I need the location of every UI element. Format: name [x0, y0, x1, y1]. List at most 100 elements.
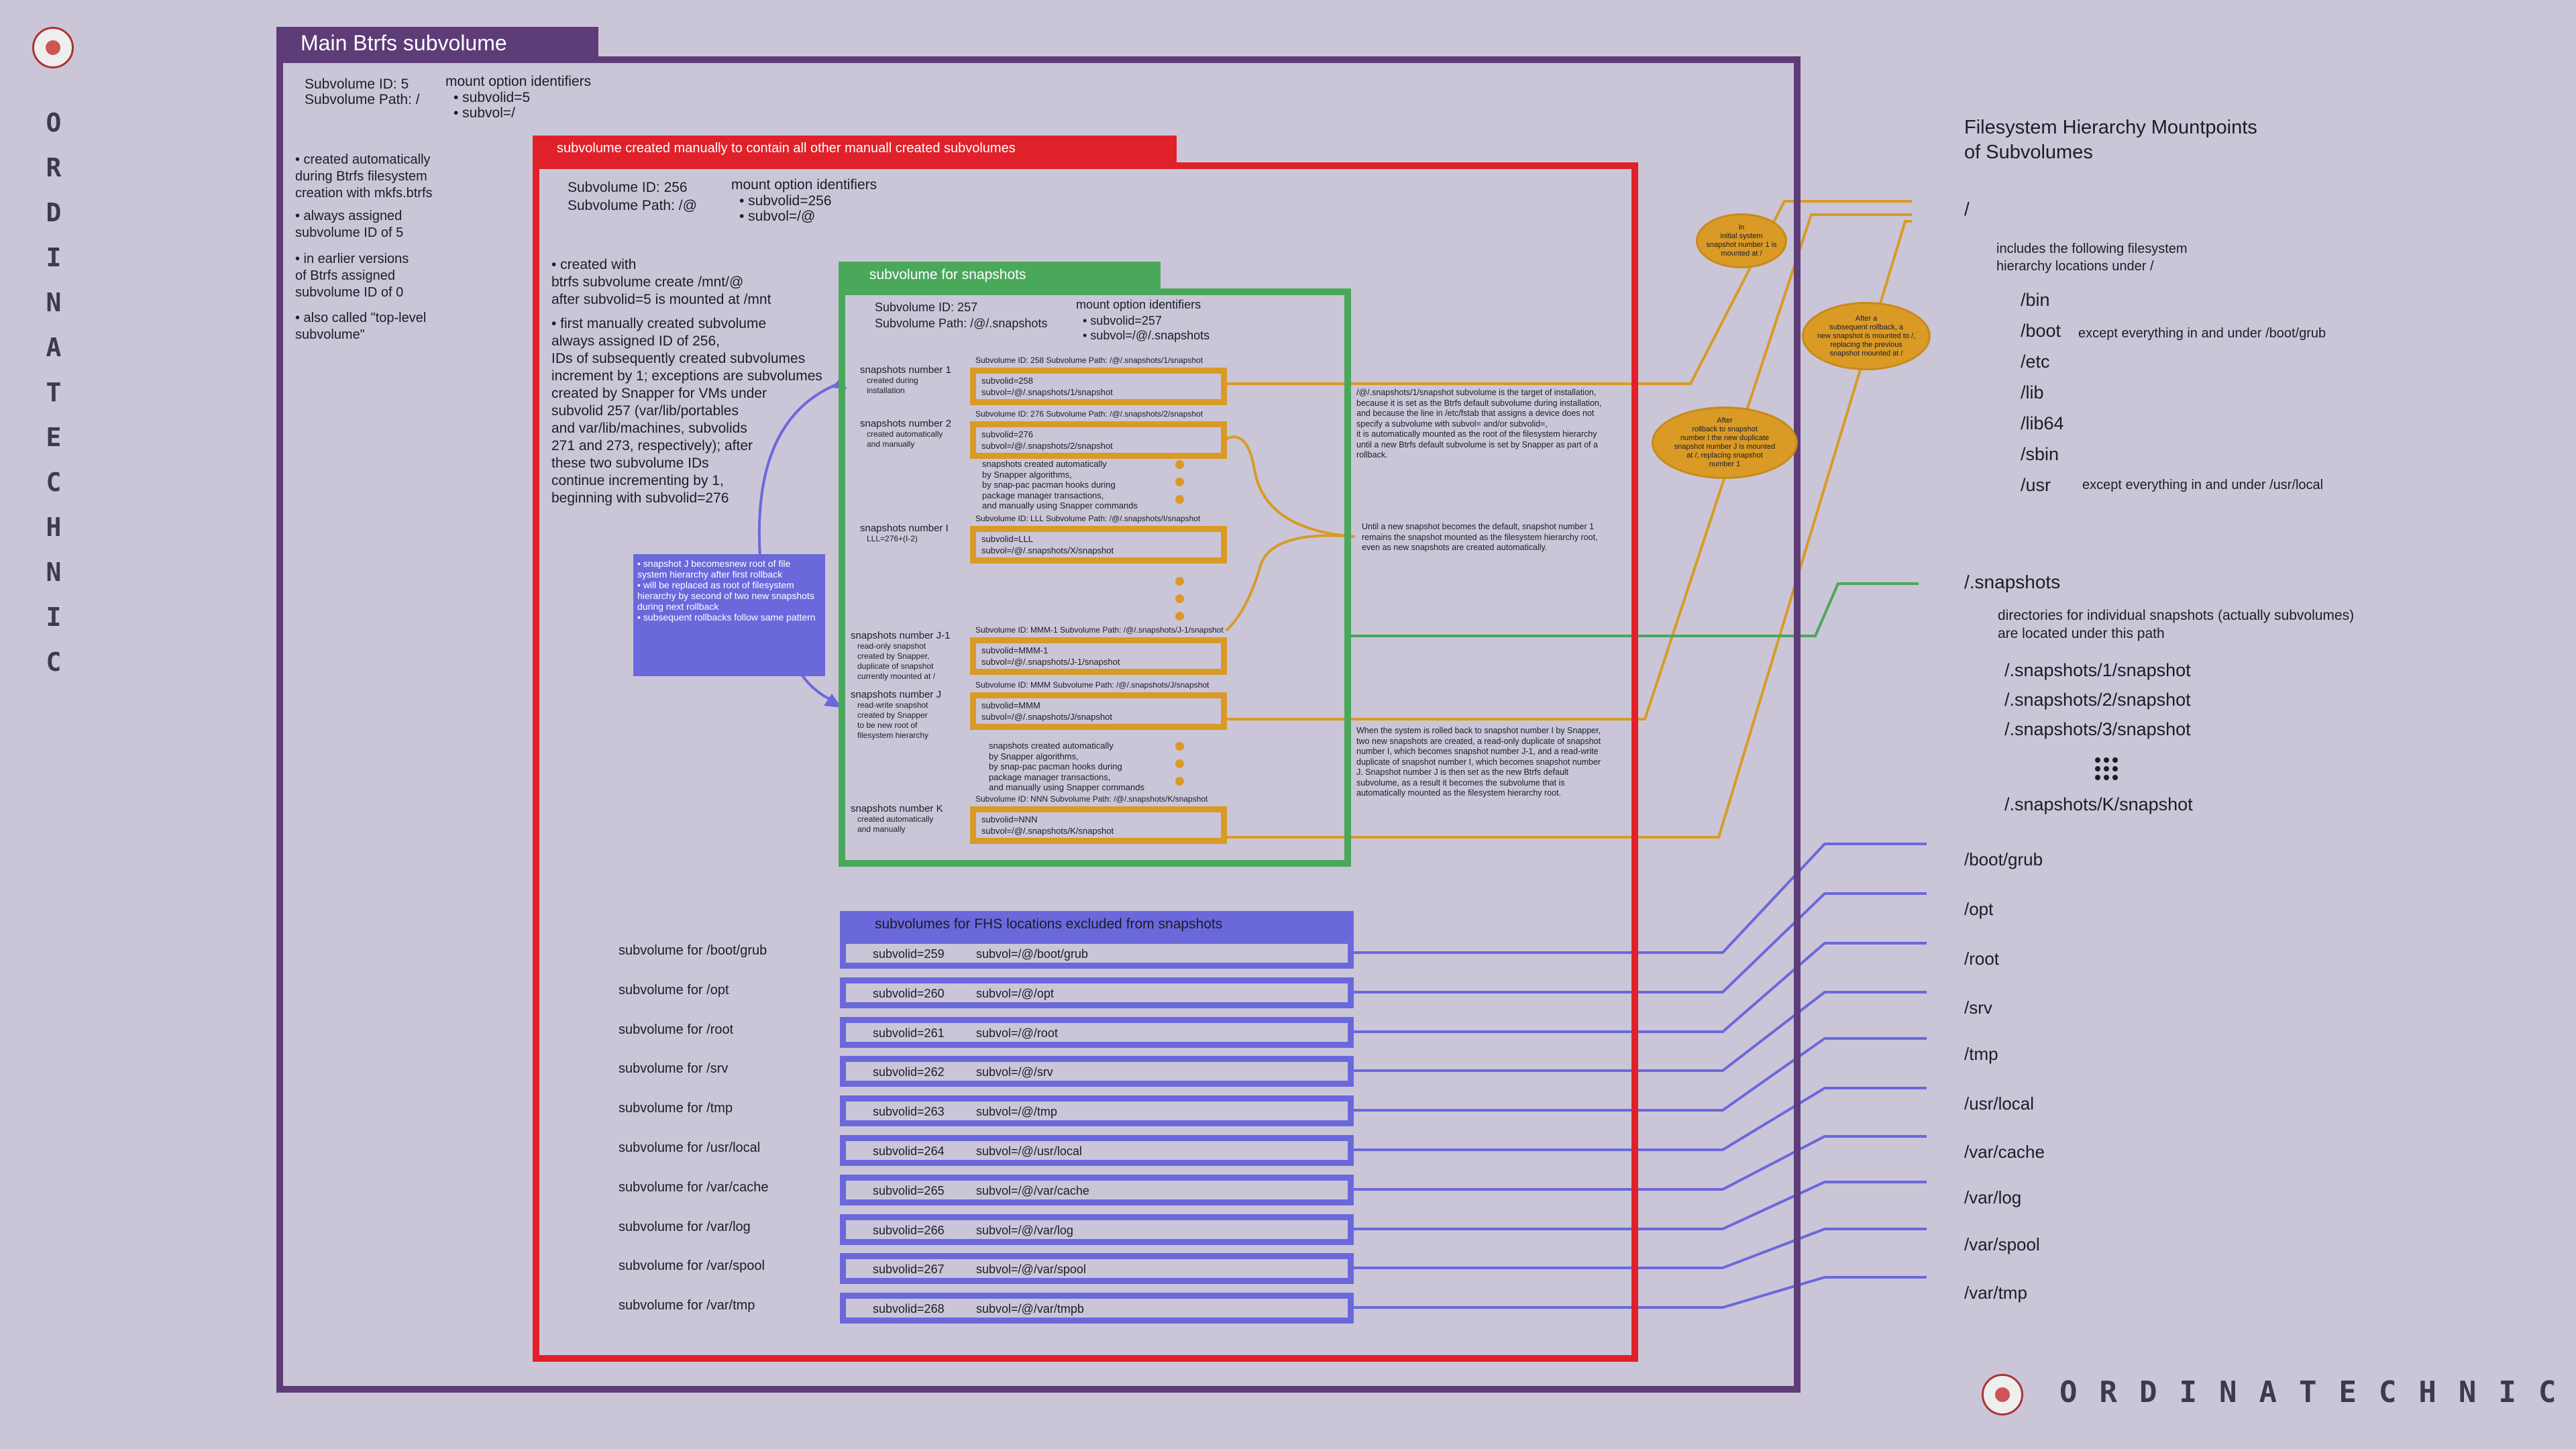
fhs-connector	[1354, 1181, 1927, 1230]
fhs-connector	[1354, 843, 1927, 954]
logo-letter: C	[46, 468, 62, 497]
snapshot-subvolid: subvolid=MMM-1	[981, 645, 1049, 655]
fhs-mountpoint: /usr/local	[1964, 1093, 2035, 1114]
fhs-connector	[1354, 1228, 1927, 1269]
snapshots-subvolume-box	[839, 288, 1351, 867]
snapshot-header: Subvolume ID: 258 Subvolume Path: /@/.sn…	[975, 356, 1203, 365]
root-location: /etc	[2021, 352, 2050, 372]
fhs-subvolume-label: subvolume for /var/log	[619, 1220, 751, 1234]
snapshot-subvol: subvol=/@/.snapshots/J/snapshot	[981, 712, 1112, 722]
hierarchy-title: Filesystem Hierarchy Mountpoints of Subv…	[1964, 117, 2257, 163]
snapshot-description: created during installation	[867, 376, 918, 395]
main-mount-item: • subvol=/	[453, 105, 515, 121]
main-subvolume-box	[276, 56, 1801, 1393]
fhs-subvolid: subvolid=259	[873, 947, 945, 961]
fhs-subvol-path: subvol=/@/var/spool	[976, 1263, 1086, 1276]
fhs-subvolume-row: subvolid=263 subvol=/@/tmp	[840, 1095, 1354, 1126]
fhs-subvolid: subvolid=264	[873, 1144, 945, 1158]
logo-letter: A	[46, 333, 62, 362]
fhs-mountpoint: /var/log	[1964, 1187, 2022, 1208]
fhs-subvolid: subvolid=262	[873, 1065, 945, 1079]
fhs-subvolumes-tab: subvolumes for FHS locations excluded fr…	[840, 911, 1354, 941]
fhs-subvolid: subvolid=268	[873, 1302, 945, 1316]
ellipsis-dot	[1175, 460, 1184, 469]
snapshot-mount: /.snapshots/3/snapshot	[2004, 719, 2191, 739]
fhs-connector	[1354, 1087, 1927, 1151]
ellipsis-dot	[1175, 577, 1184, 586]
logo-seal-bottom	[1982, 1374, 2023, 1415]
fhs-subvol-path: subvol=/@/usr/local	[976, 1144, 1082, 1158]
main-note: • in earlier versions of Btrfs assigned …	[295, 252, 409, 300]
manual-id: Subvolume ID: 256	[568, 180, 688, 195]
main-id: Subvolume ID: 5	[305, 76, 409, 92]
snapshot-box: subvolid=NNN subvol=/@/.snapshots/K/snaps…	[970, 806, 1227, 844]
fhs-subvolume-row: subvolid=264 subvol=/@/usr/local	[840, 1135, 1354, 1166]
fhs-subvol-path: subvol=/@/var/log	[976, 1224, 1073, 1237]
boot-exception: except everything in and under /boot/gru…	[2078, 326, 2326, 341]
fhs-subvolid: subvolid=266	[873, 1224, 945, 1237]
snapshots-id: Subvolume ID: 257	[875, 301, 978, 314]
ellipsis-dot	[1175, 612, 1184, 621]
fhs-subvolume-row: subvolid=267 subvol=/@/var/spool	[840, 1253, 1354, 1284]
fhs-connector	[1354, 1135, 1927, 1191]
logo-letter: I	[46, 243, 62, 272]
fhs-subvolid: subvolid=267	[873, 1263, 945, 1276]
root-location: /lib	[2021, 382, 2044, 402]
ellipse-rollback-i: After rollback to snapshot number I the …	[1652, 407, 1798, 479]
main-mount-item: • subvolid=5	[453, 90, 531, 105]
fhs-mountpoint: /boot/grub	[1964, 849, 2043, 869]
root-location: /sbin	[2021, 444, 2059, 464]
fhs-subvolume-label: subvolume for /srv	[619, 1061, 729, 1076]
fhs-mountpoint: /var/tmp	[1964, 1283, 2027, 1303]
main-note: • always assigned subvolume ID of 5	[295, 209, 404, 240]
fhs-subvolid: subvolid=263	[873, 1105, 945, 1118]
fhs-subvol-path: subvol=/@/boot/grub	[976, 947, 1088, 961]
snapshot-description: created automatically and manually	[857, 814, 934, 834]
fhs-subvolid: subvolid=260	[873, 987, 945, 1000]
fhs-subvolume-label: subvolume for /usr/local	[619, 1140, 761, 1155]
fhs-subvolume-label: subvolume for /var/tmp	[619, 1298, 755, 1313]
fhs-mountpoint: /opt	[1964, 899, 1994, 919]
ellipsis-dot	[1175, 742, 1184, 751]
explanation-rollback: When the system is rolled back to snapsh…	[1356, 726, 1601, 798]
fhs-subvol-path: subvol=/@/tmp	[976, 1105, 1057, 1118]
snapshot-mount-last: /.snapshots/K/snapshot	[2004, 794, 2193, 814]
manual-mount-title: mount option identifiers	[731, 177, 877, 193]
more-snapshots-dots-icon	[2094, 757, 2118, 781]
fhs-subvolume-label: subvolume for /var/spool	[619, 1258, 765, 1273]
snapshot-header: Subvolume ID: MMM Subvolume Path: /@/.sn…	[975, 680, 1210, 690]
snapshot-subvolid: subvolid=NNN	[981, 814, 1038, 824]
main-note: • also called "top-level subvolume"	[295, 311, 427, 342]
ellipse-initial-mount: in initial system snapshot number 1 is m…	[1696, 213, 1787, 268]
snapshot-subvol: subvol=/@/.snapshots/1/snapshot	[981, 387, 1113, 397]
snapshot-subvol: subvol=/@/.snapshots/K/snapshot	[981, 826, 1114, 836]
snapshots-mount-title: mount option identifiers	[1076, 298, 1201, 311]
fhs-subvolid: subvolid=261	[873, 1026, 945, 1040]
root-location: /boot	[2021, 321, 2061, 341]
logo-letter: N	[46, 288, 62, 317]
root-location: /usr	[2021, 475, 2051, 495]
root-description: includes the following filesystem hierar…	[1996, 241, 2188, 274]
logo-letter: O	[46, 108, 62, 138]
snapshot-subvolid: subvolid=258	[981, 376, 1033, 386]
snapshot-label-text: snapshots number K	[851, 803, 943, 814]
logo-letter: R	[46, 153, 62, 182]
snapshot-subvol: subvol=/@/.snapshots/X/snapshot	[981, 545, 1114, 555]
snapshot-mount: /.snapshots/2/snapshot	[2004, 690, 2191, 710]
logo-letter: N	[46, 557, 62, 587]
snapshots-description: directories for individual snapshots (ac…	[1998, 608, 2355, 641]
fhs-subvolume-row: subvolid=259 subvol=/@/boot/grub	[840, 938, 1354, 969]
ellipsis-dot	[1175, 478, 1184, 486]
fhs-connector	[1354, 892, 1927, 994]
fhs-connector	[1354, 1037, 1927, 1112]
fhs-subvolume-label: subvolume for /tmp	[619, 1101, 733, 1116]
logo-letter: C	[46, 647, 62, 677]
